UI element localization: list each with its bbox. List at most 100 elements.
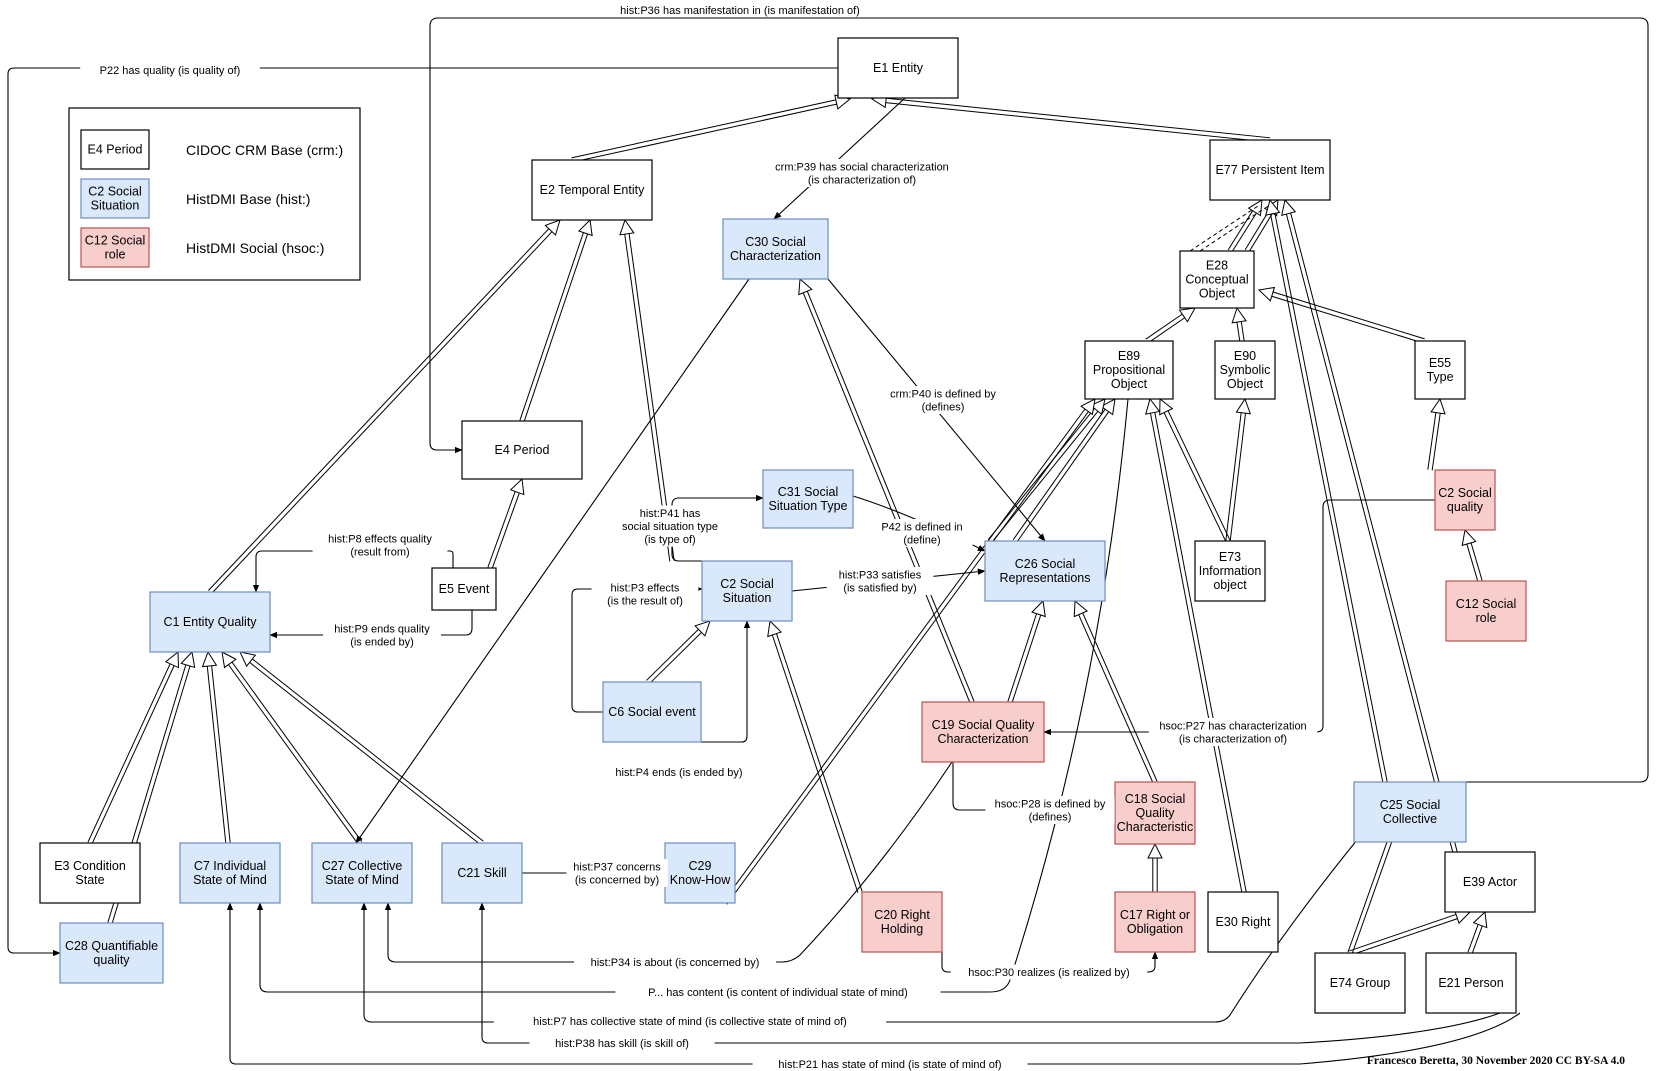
node-box — [1179, 250, 1255, 309]
subclass-edge — [1145, 397, 1247, 893]
text-line: Characterization — [730, 249, 821, 263]
text-line: E4 Period — [88, 143, 143, 157]
legend-label: CIDOC CRM Base (crm:) — [186, 142, 343, 158]
text-line: C20 Right — [874, 908, 930, 922]
subclass-edge — [1231, 306, 1247, 342]
text-line: P... has content (is content of individu… — [648, 987, 908, 999]
text-line: Object — [1111, 377, 1148, 391]
text-line: (is characterization of) — [1179, 734, 1287, 746]
label-bg — [323, 621, 441, 649]
text-line: (is ended by) — [350, 637, 414, 649]
text-line: C27 Collective — [322, 859, 403, 873]
class-node-e77[interactable]: E77 Persistent Item — [1209, 139, 1331, 201]
property-edge — [571, 585, 703, 713]
edge-label-p33: hist:P33 satisfies(is satisfied by) — [826, 567, 934, 595]
text-line: E77 Persistent Item — [1215, 163, 1324, 177]
text-line: Symbolic — [1220, 363, 1271, 377]
node-box — [1444, 851, 1536, 913]
text-line: C25 Social — [1380, 798, 1440, 812]
node-box — [1114, 891, 1196, 953]
edge-label-p39: crm:P39 has social characterization(is c… — [761, 159, 963, 187]
class-node-e5[interactable]: E5 Event — [431, 567, 497, 611]
class-node-e74[interactable]: E74 Group — [1314, 952, 1406, 1014]
node-box — [861, 891, 943, 953]
property-edge — [701, 620, 751, 743]
subclass-edge — [1007, 599, 1046, 703]
text-line: social situation type — [622, 521, 718, 533]
text-line: (is characterization of) — [808, 175, 916, 187]
node-box — [1194, 540, 1266, 602]
label-bg — [1148, 718, 1318, 746]
text-line: Characteristic — [1117, 820, 1193, 834]
text-line: (define) — [903, 535, 940, 547]
dashed-edge — [1199, 209, 1263, 252]
text-line: hist:P34 is about (is concerned by) — [591, 957, 760, 969]
text-line: E4 Period — [495, 443, 550, 457]
node-box — [921, 701, 1045, 763]
node-box — [149, 591, 271, 653]
class-node-c6[interactable]: C6 Social event — [602, 681, 702, 743]
text-line: (is satisfied by) — [843, 583, 916, 595]
class-node-e1[interactable]: E1 Entity — [837, 37, 959, 99]
text-line: hist:P36 has manifestation in (is manife… — [620, 5, 860, 17]
class-node-c1[interactable]: C1 Entity Quality — [149, 591, 271, 653]
class-node-e39[interactable]: E39 Actor — [1444, 851, 1536, 913]
subclass-edge — [519, 218, 593, 422]
node-box — [431, 567, 497, 611]
node-box — [179, 842, 281, 904]
property-edge — [269, 610, 473, 639]
class-node-e2[interactable]: E2 Temporal Entity — [531, 159, 653, 221]
node-box — [664, 842, 736, 904]
text-line: Holding — [881, 922, 923, 936]
property-edge — [355, 278, 750, 844]
legend-swatch — [80, 129, 150, 170]
class-node-c21[interactable]: C21 Skill — [441, 842, 523, 904]
label-bg — [605, 505, 735, 547]
node-box — [531, 159, 653, 221]
subclass-edge — [208, 219, 561, 594]
text-line: E55 — [1429, 356, 1451, 370]
class-node-e30[interactable]: E30 Right — [1207, 891, 1279, 953]
class-node-e4[interactable]: E4 Period — [461, 420, 583, 480]
text-line: Situation — [723, 591, 772, 605]
edge-label-p36: hist:P36 has manifestation in (is manife… — [594, 2, 886, 18]
node-box — [1214, 340, 1276, 400]
label-bg — [615, 984, 941, 1000]
text-line: (is the result of) — [607, 596, 683, 608]
text-line: (defines) — [922, 402, 965, 414]
label-bg — [603, 764, 755, 780]
text-line: C7 Individual — [194, 859, 266, 873]
edge-label-p34: hist:P34 is about (is concerned by) — [574, 954, 776, 970]
class-node-e21[interactable]: E21 Person — [1425, 952, 1517, 1014]
subclass-edge — [1159, 397, 1231, 543]
subclass-edge — [1461, 528, 1483, 582]
edge-label-pcontent: P... has content (is content of individu… — [615, 984, 941, 1000]
text-line: C21 Skill — [457, 866, 506, 880]
text-line: E39 Actor — [1463, 875, 1517, 889]
edge-label-p37: hist:P37 concerns(is concerned by) — [566, 859, 668, 887]
label-bg — [80, 62, 260, 78]
label-bg — [985, 796, 1115, 824]
